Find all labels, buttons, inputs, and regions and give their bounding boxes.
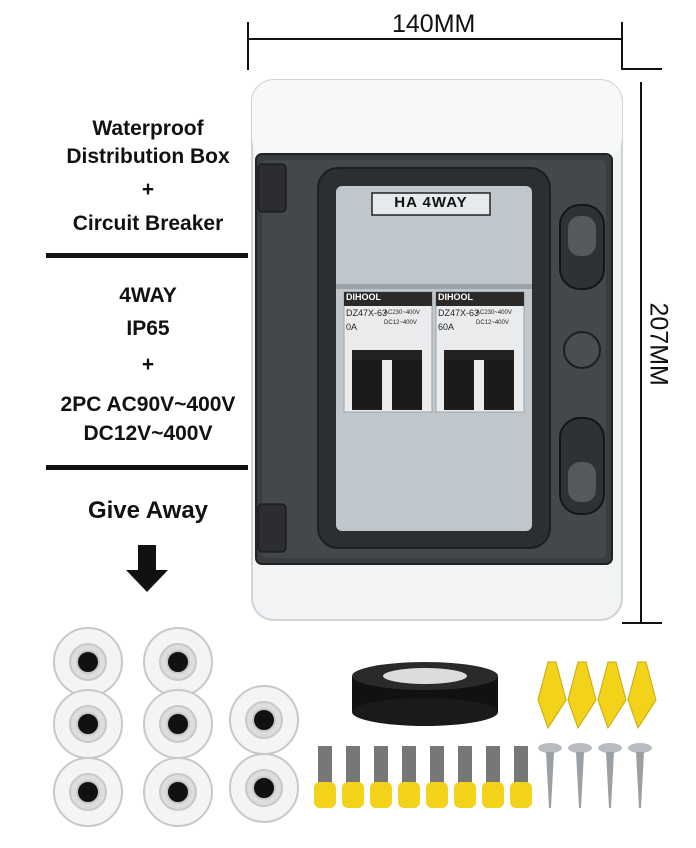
divider-2 (46, 465, 248, 470)
wall-plug (627, 661, 657, 730)
screw (538, 743, 562, 808)
crimp-terminal (342, 746, 364, 808)
hinge-bottom (257, 503, 287, 553)
crimp-terminal (426, 746, 448, 808)
wall-plug (567, 661, 597, 730)
breaker-2-model: DZ47X-63 (438, 308, 480, 318)
screws (538, 743, 652, 808)
breaker-1-spec: AC230~400V (384, 310, 420, 316)
label-plate (371, 192, 491, 216)
screw (628, 743, 652, 808)
title-line-1: Waterproof (92, 117, 204, 140)
breaker-1-dc: DC12~400V (384, 320, 417, 326)
cable-gland (53, 627, 123, 697)
breaker-1-model: DZ47X-63 (346, 308, 388, 318)
title-line-2: Distribution Box (66, 145, 230, 168)
voltage-ac: 2PC AC90V~400V (60, 393, 236, 416)
divider-1 (46, 253, 248, 258)
breaker-2-rating: 60A (438, 322, 455, 332)
wall-plug (597, 661, 627, 730)
center-knob (563, 331, 601, 369)
wall-plugs (537, 661, 657, 730)
spec-ip65: IP65 (126, 317, 170, 340)
breaker-2-spec: AC230~400V (476, 310, 512, 316)
latch-bottom (559, 417, 605, 515)
breaker-1-brand: DIHOOL (346, 292, 381, 302)
label-plate-text: HA 4WAY (394, 194, 468, 211)
wall-plug (537, 661, 567, 730)
breaker-2-brand: DIHOOL (438, 292, 473, 302)
breaker-2-dc: DC12~400V (476, 320, 509, 326)
cable-gland (229, 753, 299, 823)
cable-gland (53, 689, 123, 759)
breaker-2 (435, 291, 525, 413)
breaker-1 (343, 291, 433, 413)
inner-panel (336, 186, 532, 531)
cable-glands (53, 627, 299, 827)
plus-sign-2: + (141, 353, 155, 376)
crimp-terminal (314, 746, 336, 808)
width-dimension-label: 140MM (392, 10, 476, 38)
height-dimension-tick-bottom (622, 622, 662, 624)
give-away-label: Give Away (87, 497, 209, 524)
width-dimension-line (248, 38, 623, 40)
breaker-1-rating: 0A (346, 322, 358, 332)
screw (568, 743, 592, 808)
cable-gland (143, 757, 213, 827)
arrow-down-icon (126, 545, 168, 592)
cable-gland (143, 689, 213, 759)
cable-gland (53, 757, 123, 827)
latch-top (559, 204, 605, 290)
crimp-terminal (398, 746, 420, 808)
screw (598, 743, 622, 808)
hinge-top (257, 163, 287, 213)
crimp-terminal (454, 746, 476, 808)
plus-sign-1: + (141, 178, 155, 201)
crimp-terminal (370, 746, 392, 808)
voltage-dc: DC12V~400V (83, 422, 213, 445)
spec-4way: 4WAY (119, 284, 177, 307)
crimp-terminals (314, 746, 532, 808)
distribution-box (251, 79, 623, 621)
crimp-terminal (482, 746, 504, 808)
height-dimension-tick-top (622, 68, 662, 70)
width-dimension-tick-left (247, 22, 249, 70)
height-dimension-line (640, 82, 642, 622)
cable-gland (143, 627, 213, 697)
insulating-tape (352, 662, 498, 726)
subtitle-circuit-breaker: Circuit Breaker (72, 212, 224, 235)
width-dimension-tick-right (621, 22, 623, 70)
crimp-terminal (510, 746, 532, 808)
cable-gland (229, 685, 299, 755)
